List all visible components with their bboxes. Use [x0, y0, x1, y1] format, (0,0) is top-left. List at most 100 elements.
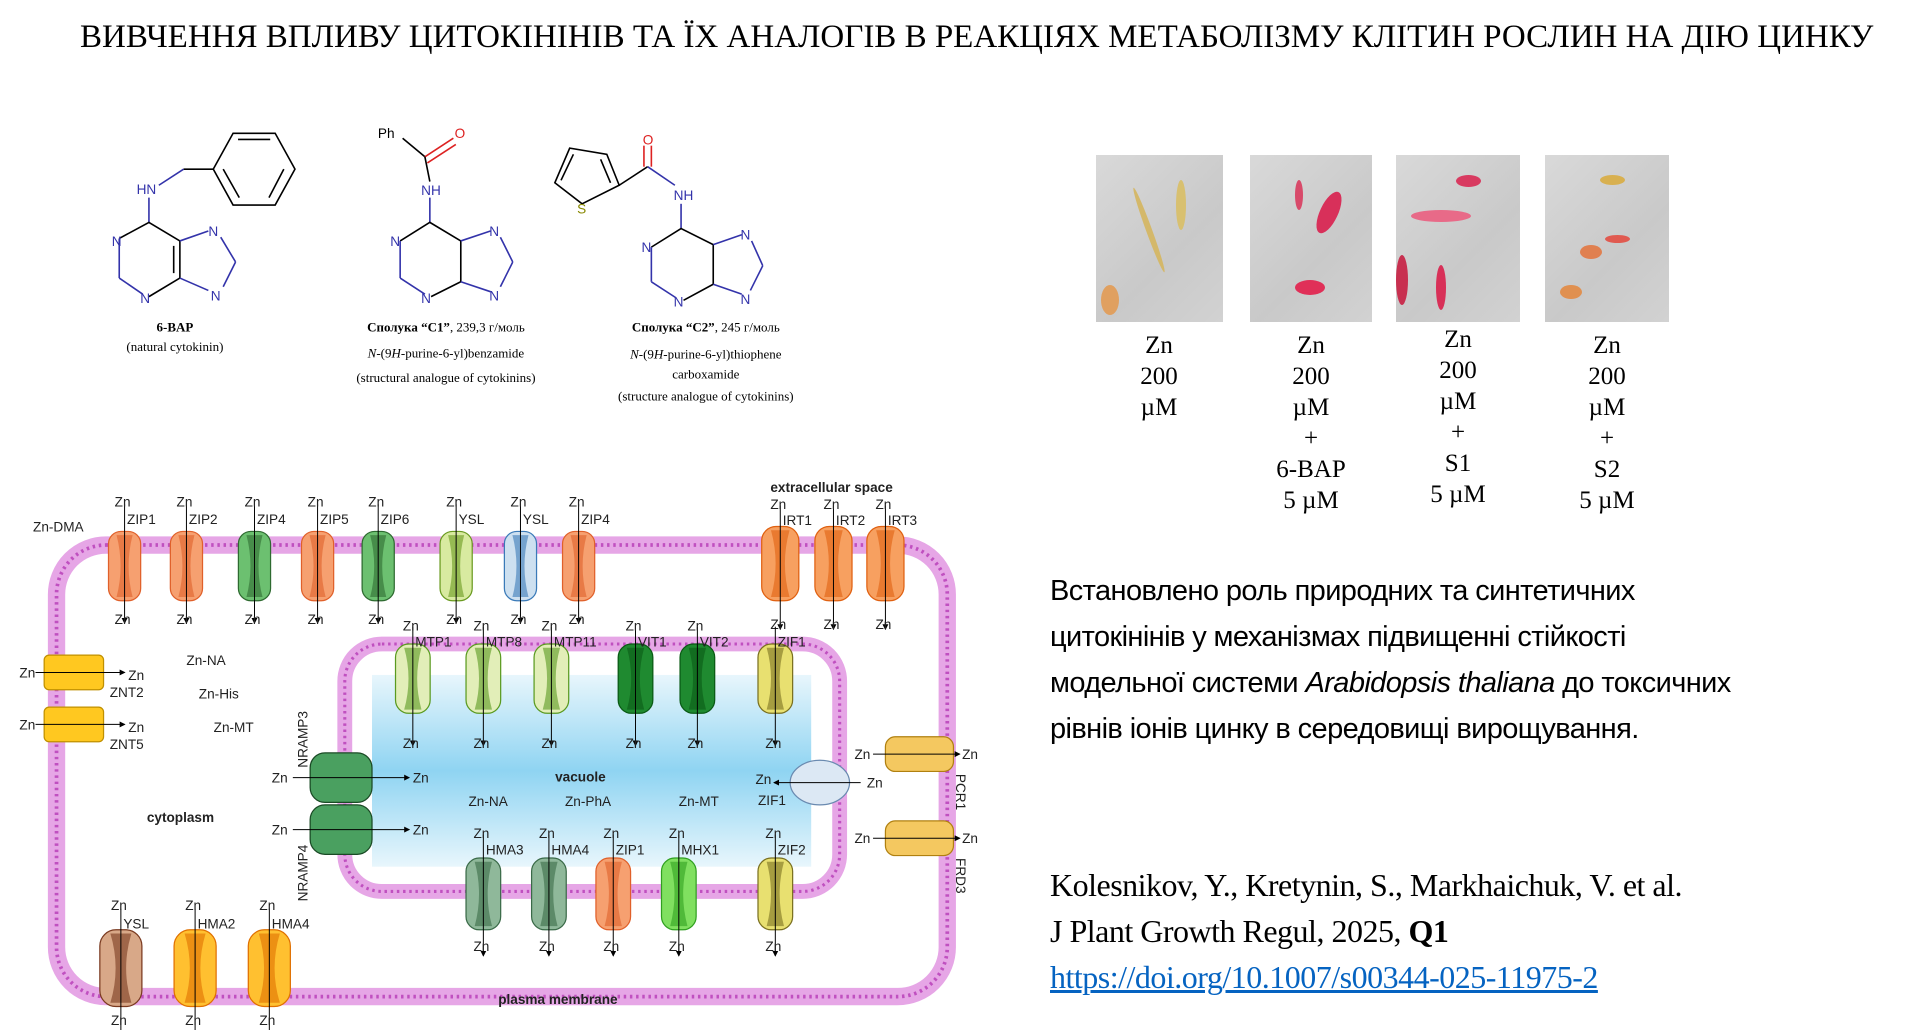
transporter-label: ZIP4 — [257, 512, 286, 527]
zn-label: Zn — [511, 612, 527, 627]
zn-label: Zn — [626, 618, 642, 633]
svg-text:Сполука “C1”, 239,3 г/моль: Сполука “C1”, 239,3 г/моль — [367, 319, 525, 334]
atom-label: N — [740, 228, 750, 243]
compartment-label: cytoplasm — [147, 810, 214, 825]
structure-c1 — [399, 137, 514, 298]
finding-line: Встановлено роль природних та синтетични… — [1050, 575, 1635, 607]
structure-name: Сполука “C2” — [632, 319, 715, 334]
label-line: 5 µM — [1283, 487, 1339, 514]
transporter-label: HMA3 — [486, 842, 524, 857]
zn-label: Zn — [603, 939, 619, 954]
transporter-label: YSL — [523, 512, 549, 527]
zn-label: Zn — [272, 823, 288, 838]
zn-label: Zn — [669, 826, 685, 841]
transporter-label: ZIF1 — [778, 634, 806, 649]
zn-label: Zn — [876, 497, 892, 512]
zn-label: Zn — [854, 831, 870, 846]
structure-mass: , 239,3 г/моль — [450, 319, 525, 334]
label-line: + — [1599, 425, 1615, 452]
zn-label: Zn — [259, 898, 275, 913]
structure-desc: (structure analogue of cytokinins) — [618, 389, 794, 404]
zn-label: Zn — [473, 939, 489, 954]
atom-label: O — [643, 132, 654, 147]
finding-line: модельної системи Arabidopsis thaliana д… — [1050, 660, 1731, 706]
seedling-photo-s1 — [1396, 155, 1520, 322]
zinc-transport-diagram: ZIP1ZnZnZIP2ZnZnZIP4ZnZnZIP5ZnZnZIP6ZnZn… — [19, 480, 978, 1030]
transporter-label: NRAMP3 — [296, 711, 311, 768]
zn-label: Zn — [765, 826, 781, 841]
zn-label: Zn — [626, 736, 642, 751]
seedling-photo-6bap — [1250, 155, 1372, 322]
zn-label: Zn — [876, 617, 892, 632]
zn-label: Zn — [308, 612, 324, 627]
zn-label: Zn — [511, 495, 527, 510]
zn-label: Zn — [115, 612, 131, 627]
zn-label: Zn — [473, 618, 489, 633]
doi-link[interactable]: https://doi.org/10.1007/s00344-025-11975… — [1050, 959, 1598, 995]
iupac-part: -(9 — [376, 345, 391, 360]
structure-c2 — [553, 145, 764, 302]
iupac-line2: carboxamide — [672, 366, 739, 381]
transporter-label: ZIP4 — [581, 512, 610, 527]
transporter-label: MTP8 — [486, 634, 522, 649]
complex-label: Zn-MT — [679, 794, 719, 809]
zn-label: Zn — [19, 717, 35, 732]
zn-label: Zn — [413, 823, 429, 838]
atom-label: N — [489, 224, 499, 239]
svg-text:N-(9H-purine-6-yl)thiophene: N-(9H-purine-6-yl)thiophene — [629, 347, 782, 362]
transporter-label: ZNT2 — [110, 685, 144, 700]
transporter-label: HMA2 — [198, 917, 236, 932]
transporter-label: IRT2 — [836, 513, 865, 528]
structure-6bap — [118, 132, 296, 298]
zn-label: Zn — [824, 497, 840, 512]
svg-text:N-(9H-purine-6-yl)benzamide: N-(9H-purine-6-yl)benzamide — [367, 345, 525, 360]
slide-title: ВИВЧЕННЯ ВПЛИВУ ЦИТОКІНІНІВ ТА ЇХ АНАЛОГ… — [80, 19, 1874, 55]
zn-label: Zn — [669, 939, 685, 954]
zn-label: Zn — [569, 612, 585, 627]
species-name: Arabidopsis thaliana — [1305, 667, 1555, 699]
zn-label: Zn — [111, 1013, 127, 1028]
iupac-part: -purine-6-yl)thiophene — [663, 347, 781, 362]
citation-journal: J Plant Growth Regul, 2025, — [1050, 913, 1409, 949]
label-line: S1 — [1444, 450, 1472, 477]
transporter-label: ZIP1 — [616, 842, 645, 857]
label-line: + — [1450, 419, 1466, 446]
transporter-label: HMA4 — [551, 842, 589, 857]
transporter-label: ZIF1 — [758, 793, 786, 808]
zn-label: Zn — [770, 497, 786, 512]
transporter-label: YSL — [459, 512, 485, 527]
finding-part: до токсичних — [1554, 667, 1731, 699]
transporter-label: ZIP6 — [381, 512, 410, 527]
structure-name: Сполука “C1” — [367, 319, 450, 334]
transporter-label: VIT2 — [700, 634, 729, 649]
iupac-part: -purine-6-yl)benzamide — [401, 345, 525, 360]
zn-label: Zn — [308, 495, 324, 510]
label-line: 200 — [1439, 357, 1477, 384]
atom-label: N — [489, 288, 499, 303]
zn-label: Zn — [539, 939, 555, 954]
label-line: 200 — [1292, 363, 1330, 390]
iupac-part: H — [653, 347, 664, 362]
finding-part: модельної системи — [1050, 667, 1306, 699]
transporter-label: MTP1 — [415, 634, 451, 649]
atom-label: O — [455, 126, 466, 141]
label-line: Zn — [1593, 332, 1621, 359]
transporter-label: ZIF2 — [778, 842, 806, 857]
transporter-label: PCR1 — [953, 774, 968, 810]
complex-label: Zn-PhA — [565, 794, 612, 809]
citation-authors: Kolesnikov, Y., Kretynin, S., Markhaichu… — [1050, 867, 1683, 903]
zn-label: Zn — [569, 495, 585, 510]
zn-label: Zn — [403, 736, 419, 751]
complex-label: Zn-His — [199, 686, 239, 701]
structure-desc: (structural analogue of cytokinins) — [356, 370, 535, 385]
zn-label: Zn — [177, 495, 193, 510]
transporter-label: HMA4 — [272, 917, 310, 932]
zn-label: Zn — [185, 1013, 201, 1028]
compartment-label: plasma membrane — [498, 992, 618, 1007]
iupac-part: N — [367, 345, 378, 360]
complex-label: Zn-NA — [469, 794, 509, 809]
transporter-label: MHX1 — [681, 842, 719, 857]
zn-label: Zn — [446, 612, 462, 627]
compartment-label: extracellular space — [770, 480, 893, 495]
